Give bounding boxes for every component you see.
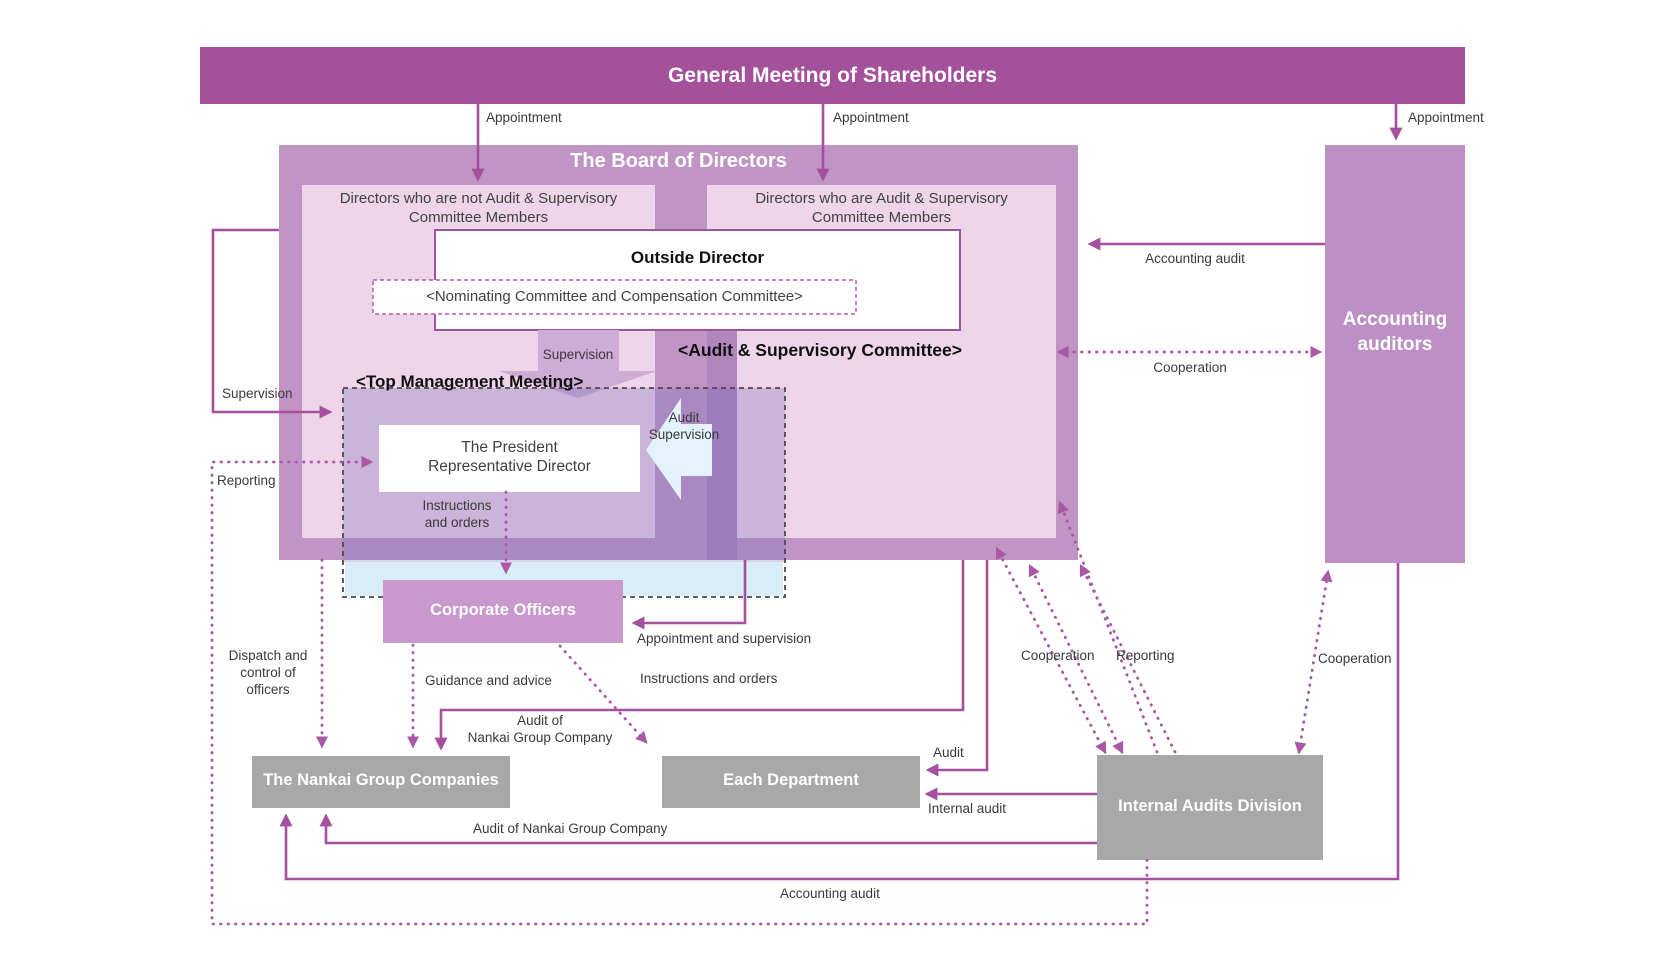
- nankai-group-label: The Nankai Group Companies: [263, 771, 499, 789]
- reporting-left-label: Reporting: [217, 473, 276, 488]
- audit-ngc-bottom-label: Audit of Nankai Group Company: [473, 821, 668, 836]
- nominating-committee-label: <Nominating Committee and Compensation C…: [426, 288, 803, 305]
- appointment-left-label: Appointment: [486, 110, 562, 125]
- each-department-box: [662, 756, 920, 808]
- nominating-committee-box: [372, 279, 857, 315]
- cooperation-top-label: Cooperation: [1153, 360, 1227, 375]
- president-label: The President Representative Director: [428, 439, 591, 476]
- instructions-orders-dotted-2: [558, 644, 648, 744]
- audit-each-dept-arrow: [925, 560, 989, 777]
- corporate-officers-label: Corporate Officers: [430, 601, 576, 619]
- internal-audit-label: Internal audit: [928, 801, 1007, 816]
- nankai-group-box: [252, 756, 510, 808]
- accounting-auditors-box: [1325, 145, 1465, 563]
- audit-ngc-top-label: Audit of Nankai Group Company: [467, 713, 613, 745]
- supervision-loop-arrow: [211, 228, 333, 419]
- guidance-label: Guidance and advice: [425, 673, 552, 688]
- shareholders-banner: [200, 47, 1465, 104]
- accounting-audit-bottom-label: Accounting audit: [780, 886, 880, 901]
- reporting-dotted-1: [1057, 500, 1159, 754]
- dispatch-label: Dispatch and control of officers: [228, 648, 308, 697]
- reporting-dotted-2: [1079, 563, 1177, 754]
- appointment-right-label: Appointment: [1408, 110, 1484, 125]
- supervision-block-arrow: [499, 330, 657, 398]
- each-department-label: Each Department: [723, 771, 859, 789]
- accounting-audit-top-label: Accounting audit: [1145, 251, 1245, 266]
- audit-nankai-arrow-top: [434, 560, 965, 751]
- corporate-officers-box: [383, 580, 623, 643]
- accounting-auditors-label: Accounting auditors: [1342, 309, 1448, 355]
- cooperation-right-label: Cooperation: [1318, 651, 1392, 666]
- accounting-audit-arrow-bottom: [279, 563, 1400, 881]
- appointment-supervision-arrow: [631, 560, 747, 630]
- audit-supervision-block-arrow: [646, 398, 712, 500]
- supervision-arrow-label: Supervision: [542, 347, 614, 362]
- audit-label: Audit: [933, 745, 964, 760]
- board-title: The Board of Directors: [570, 150, 787, 172]
- cooperation-dotted-2: [1028, 563, 1124, 755]
- appointment-supervision-label: Appointment and supervision: [637, 631, 812, 646]
- banner-title: General Meeting of Shareholders: [667, 64, 998, 87]
- reporting-dotted-path: [210, 456, 1149, 926]
- directors-asc-label: Directors who are Audit & Supervisory Co…: [755, 190, 1008, 226]
- audit-nankai-arrow-bottom: [319, 813, 1097, 845]
- audit-supervision-label: Audit Supervision: [648, 410, 720, 442]
- cooperation-mid-label: Cooperation: [1021, 648, 1095, 663]
- president-box: [379, 425, 640, 492]
- instructions-orders-2-label: Instructions and orders: [640, 671, 778, 686]
- internal-audits-label: Internal Audits Division: [1118, 797, 1302, 815]
- top-management-dashed-border: [342, 387, 786, 598]
- audit-supervisory-committee-label: <Audit & Supervisory Committee>: [678, 340, 962, 360]
- internal-audits-box: [1097, 755, 1323, 860]
- instructions-orders-1-label: Instructions and orders: [422, 498, 492, 530]
- reporting-mid-label: Reporting: [1116, 648, 1175, 663]
- cooperation-dotted-right: [1294, 569, 1333, 755]
- outside-director-label: Outside Director: [630, 248, 765, 267]
- supervision-outer-label: Supervision: [222, 386, 293, 401]
- top-management-meeting-label: <Top Management Meeting>: [356, 372, 584, 391]
- directors-not-asc-label: Directors who are not Audit & Supervisor…: [339, 190, 618, 226]
- appointment-mid-label: Appointment: [833, 110, 909, 125]
